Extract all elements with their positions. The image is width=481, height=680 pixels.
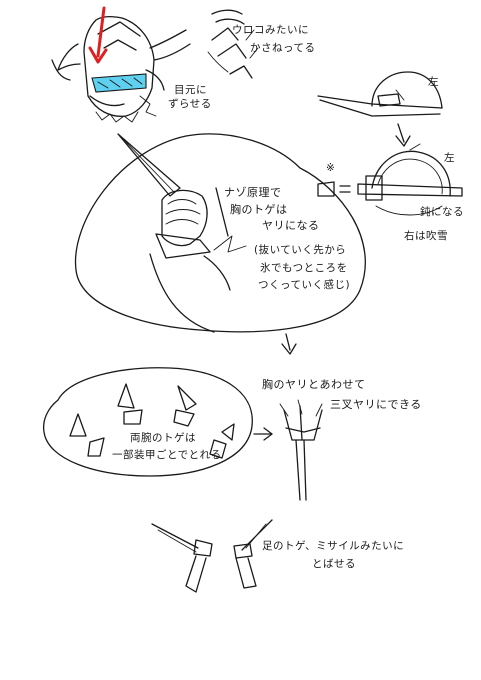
arm-spikes-sketch <box>42 367 273 477</box>
note-chest-line1: ナゾ原理で <box>224 186 282 199</box>
helmet-sketch <box>51 6 191 123</box>
scale-pieces-sketch <box>207 9 259 79</box>
note-spear-line2: 三叉ヤリにできる <box>330 398 422 411</box>
note-scales-line2: かさねってる <box>250 42 316 54</box>
note-spear-line1: 胸のヤリとあわせて <box>262 378 366 391</box>
note-right-label: 右は吹雪 <box>404 230 448 242</box>
note-eyes-line1: 目元に <box>174 84 207 96</box>
note-both-line1: 両腕のトゲは <box>130 432 196 444</box>
note-asterisk: ※ <box>326 162 336 174</box>
chest-spike-sketch <box>74 133 366 355</box>
note-chest-line2: 胸のトゲは <box>230 203 288 216</box>
note-chest-line3: ヤリになる <box>262 219 320 232</box>
note-scales-line1: ウロコみたいに <box>232 24 309 36</box>
note-left-mark-2: 左 <box>444 152 455 164</box>
trident-sketch <box>279 399 323 501</box>
note-sword-label: 鈍になる <box>420 206 464 218</box>
leg-spikes-sketch <box>151 519 273 593</box>
sword-transform-sketch <box>317 143 463 216</box>
note-pull-line2: 氷でもつところを <box>260 262 348 274</box>
note-legs-line1: 足のトゲ、ミサイルみたいに <box>262 540 405 552</box>
note-left-mark: 左 <box>428 76 439 88</box>
note-legs-line2: とばせる <box>312 558 356 570</box>
visor-side-sketch <box>317 71 443 147</box>
note-eyes-line2: ずらせる <box>168 98 212 110</box>
note-both-line2: 一部装甲ごとでとれる <box>112 449 222 461</box>
note-pull-line1: (抜いていく先から <box>254 244 347 256</box>
note-pull-line3: つくっていく感じ) <box>258 279 351 291</box>
